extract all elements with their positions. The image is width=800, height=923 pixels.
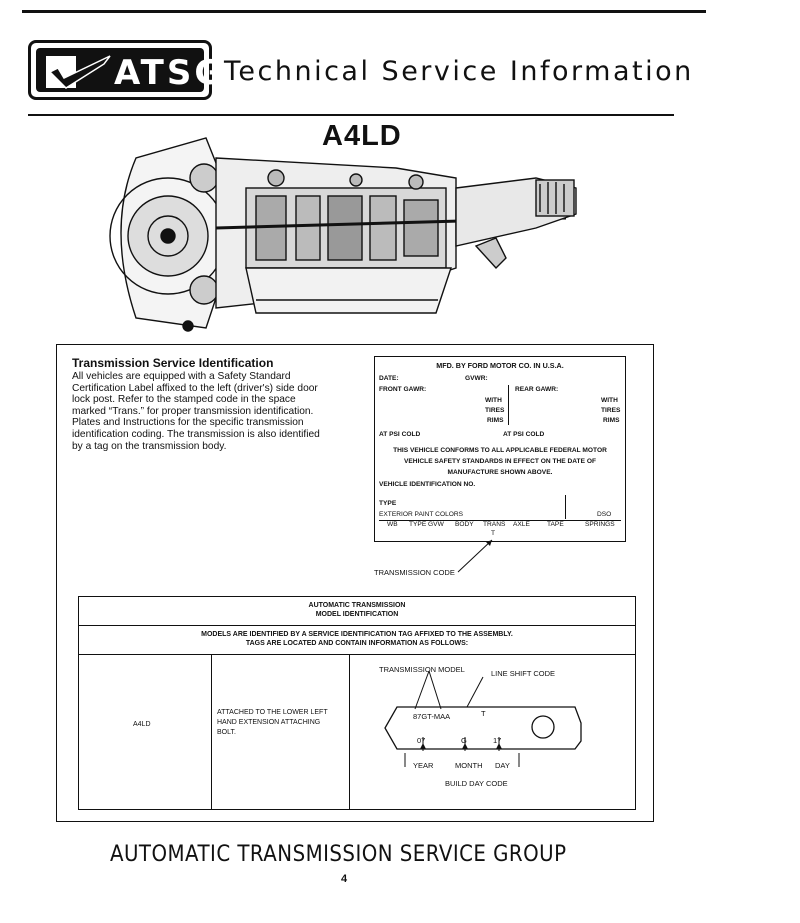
- tag-day-value: 17: [493, 736, 502, 745]
- label-conformance-2: VEHICLE SAFETY STANDARDS IN EFFECT ON TH…: [404, 458, 596, 465]
- label-dso-divider: [565, 495, 566, 519]
- tag-shift-value: T: [481, 709, 486, 718]
- label-conformance-3: MANUFACTURE SHOWN ABOVE.: [447, 469, 553, 476]
- service-id-paragraph-2: Plates and Instructions for the specific…: [72, 417, 320, 452]
- page-number: 4: [341, 873, 348, 885]
- model-identification-table: AUTOMATIC TRANSMISSION MODEL IDENTIFICAT…: [78, 596, 636, 810]
- label-gvwr: GVWR:: [465, 375, 488, 382]
- service-id-paragraph-1: All vehicles are equipped with a Safety …: [72, 371, 318, 417]
- header-title: Technical Service Information: [224, 56, 694, 87]
- service-id-body: All vehicles are equipped with a Safety …: [72, 371, 328, 452]
- code-col-body: BODY: [455, 521, 474, 528]
- label-dso: DSO: [597, 511, 612, 518]
- table-title-1: AUTOMATIC TRANSMISSION: [308, 602, 406, 609]
- table-rule-2: [79, 654, 635, 655]
- tag-shift-label: LINE SHIFT CODE: [491, 669, 556, 678]
- document-title: A4LD: [322, 120, 402, 152]
- table-location-2: HAND EXTENSION ATTACHING: [217, 719, 321, 726]
- label-front-tires: TIRES: [485, 407, 505, 414]
- service-id-heading: Transmission Service Identification: [72, 356, 274, 370]
- tag-year-value: 07: [417, 736, 426, 745]
- label-rear-with: WITH: [601, 397, 618, 404]
- label-date: DATE:: [379, 375, 399, 382]
- label-vin: VEHICLE IDENTIFICATION NO.: [379, 481, 476, 488]
- table-col-divider-2: [349, 654, 350, 809]
- certification-label-plate: MFD. BY FORD MOTOR CO. IN U.S.A. DATE: G…: [374, 356, 626, 542]
- code-col-trans: TRANS: [483, 521, 506, 528]
- top-rule: [22, 10, 706, 13]
- logo-text: ATSG: [114, 53, 226, 93]
- footer-title: AUTOMATIC TRANSMISSION SERVICE GROUP: [110, 842, 567, 867]
- transmission-cutaway-illustration: [109, 137, 577, 332]
- label-rear-gawr: REAR GAWR:: [515, 386, 559, 393]
- code-col-wb: WB: [387, 521, 398, 528]
- tag-build-day-label: BUILD DAY CODE: [445, 779, 508, 788]
- table-title-2: MODEL IDENTIFICATION: [315, 611, 399, 618]
- label-front-with: WITH: [485, 397, 502, 404]
- code-col-type-gvw: TYPE GVW: [409, 521, 444, 528]
- table-col-divider-1: [211, 654, 212, 809]
- label-manufacturer: MFD. BY FORD MOTOR CO. IN U.S.A.: [436, 361, 564, 370]
- tag-model-value: 87GT-MAA: [413, 712, 451, 721]
- table-note-1: MODELS ARE IDENTIFIED BY A SERVICE IDENT…: [201, 631, 513, 638]
- label-rear-psi: AT PSI COLD: [503, 431, 545, 438]
- table-location-3: BOLT.: [217, 729, 236, 736]
- label-rear-tires: TIRES: [601, 407, 621, 414]
- table-location-1: ATTACHED TO THE LOWER LEFT: [217, 709, 328, 716]
- label-divider: [508, 385, 509, 425]
- label-front-psi: AT PSI COLD: [379, 431, 421, 438]
- label-rear-rims: RIMS: [603, 417, 620, 424]
- tag-model-label: TRANSMISSION MODEL: [379, 665, 465, 674]
- tag-month-value: G: [461, 736, 467, 745]
- label-type: TYPE: [379, 500, 397, 507]
- checkmark-logo-icon: [46, 55, 111, 89]
- atsg-logo: ATSG: [28, 40, 222, 100]
- code-col-springs: SPRINGS: [585, 521, 615, 528]
- label-front-gawr: FRONT GAWR:: [379, 386, 427, 393]
- table-note-2: TAGS ARE LOCATED AND CONTAIN INFORMATION…: [245, 640, 469, 647]
- main-content-frame: [56, 344, 654, 822]
- tag-year-label: YEAR: [413, 761, 434, 770]
- transmission-code-label: TRANSMISSION CODE: [374, 568, 455, 577]
- tag-month-label: MONTH: [455, 761, 483, 770]
- code-col-axle: AXLE: [513, 521, 530, 528]
- service-tag-diagram: [384, 670, 582, 767]
- code-col-tape: TAPE: [547, 521, 564, 528]
- label-trans-value: T: [491, 530, 496, 537]
- table-rule-1: [79, 625, 635, 626]
- header-rule: [28, 114, 674, 116]
- transmission-code-arrow: [457, 539, 493, 573]
- label-exterior-paint: EXTERIOR PAINT COLORS: [379, 511, 464, 518]
- label-conformance-1: THIS VEHICLE CONFORMS TO ALL APPLICABLE …: [393, 447, 607, 454]
- label-front-rims: RIMS: [487, 417, 504, 424]
- label-code-rule: [379, 520, 621, 521]
- tag-day-label: DAY: [495, 761, 510, 770]
- table-model-cell: A4LD: [133, 721, 151, 728]
